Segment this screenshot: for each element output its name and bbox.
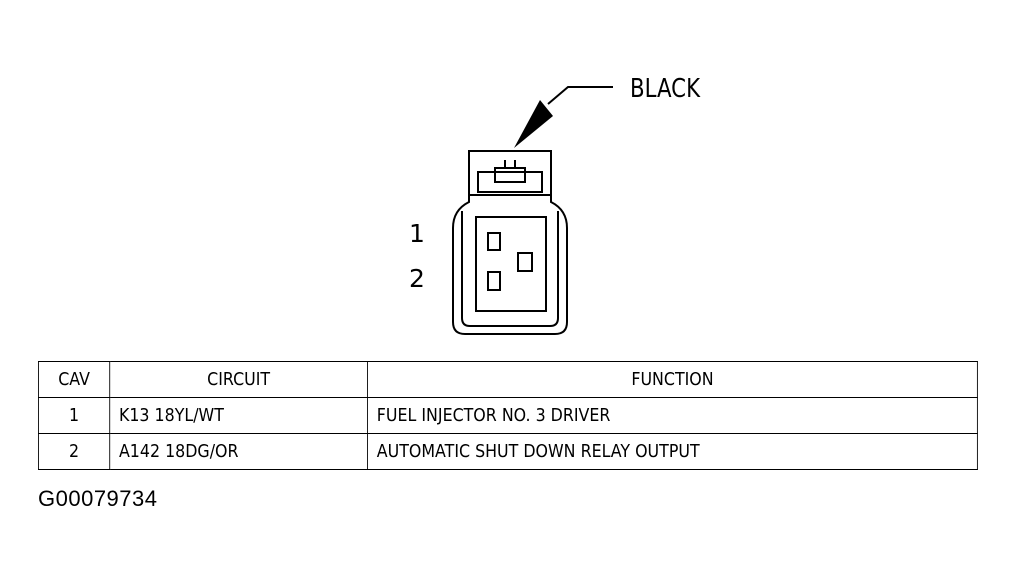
leader-arrow <box>514 86 613 148</box>
connector-color-label: BLACK <box>630 73 701 104</box>
cell-circuit: K13 18YL/WT <box>109 397 368 434</box>
table-header-row: CAV CIRCUIT FUNCTION <box>37 361 978 398</box>
table-row: 1 K13 18YL/WT FUEL INJECTOR NO. 3 DRIVER <box>37 397 978 434</box>
pinout-table: CAV CIRCUIT FUNCTION 1 K13 18YL/WT FUEL … <box>37 361 978 470</box>
cavity-center <box>517 252 533 272</box>
cavity-1 <box>487 232 501 251</box>
pin-label-2: 2 <box>409 264 425 293</box>
pin-label-1: 1 <box>409 219 425 248</box>
cell-function: FUEL INJECTOR NO. 3 DRIVER <box>367 397 978 434</box>
cell-cav: 2 <box>37 433 111 470</box>
header-circuit: CIRCUIT <box>109 361 368 398</box>
cavity-2 <box>487 271 501 291</box>
header-cav: CAV <box>37 361 111 398</box>
cell-cav: 1 <box>37 397 111 434</box>
header-function: FUNCTION <box>367 361 978 398</box>
connector-body <box>452 150 568 335</box>
connector-diagram: BLACK 1 2 <box>409 73 701 335</box>
cell-function: AUTOMATIC SHUT DOWN RELAY OUTPUT <box>367 433 978 470</box>
table-row: 2 A142 18DG/OR AUTOMATIC SHUT DOWN RELAY… <box>37 433 978 470</box>
cell-circuit: A142 18DG/OR <box>109 433 368 470</box>
figure-id: G00079734 <box>38 486 158 511</box>
